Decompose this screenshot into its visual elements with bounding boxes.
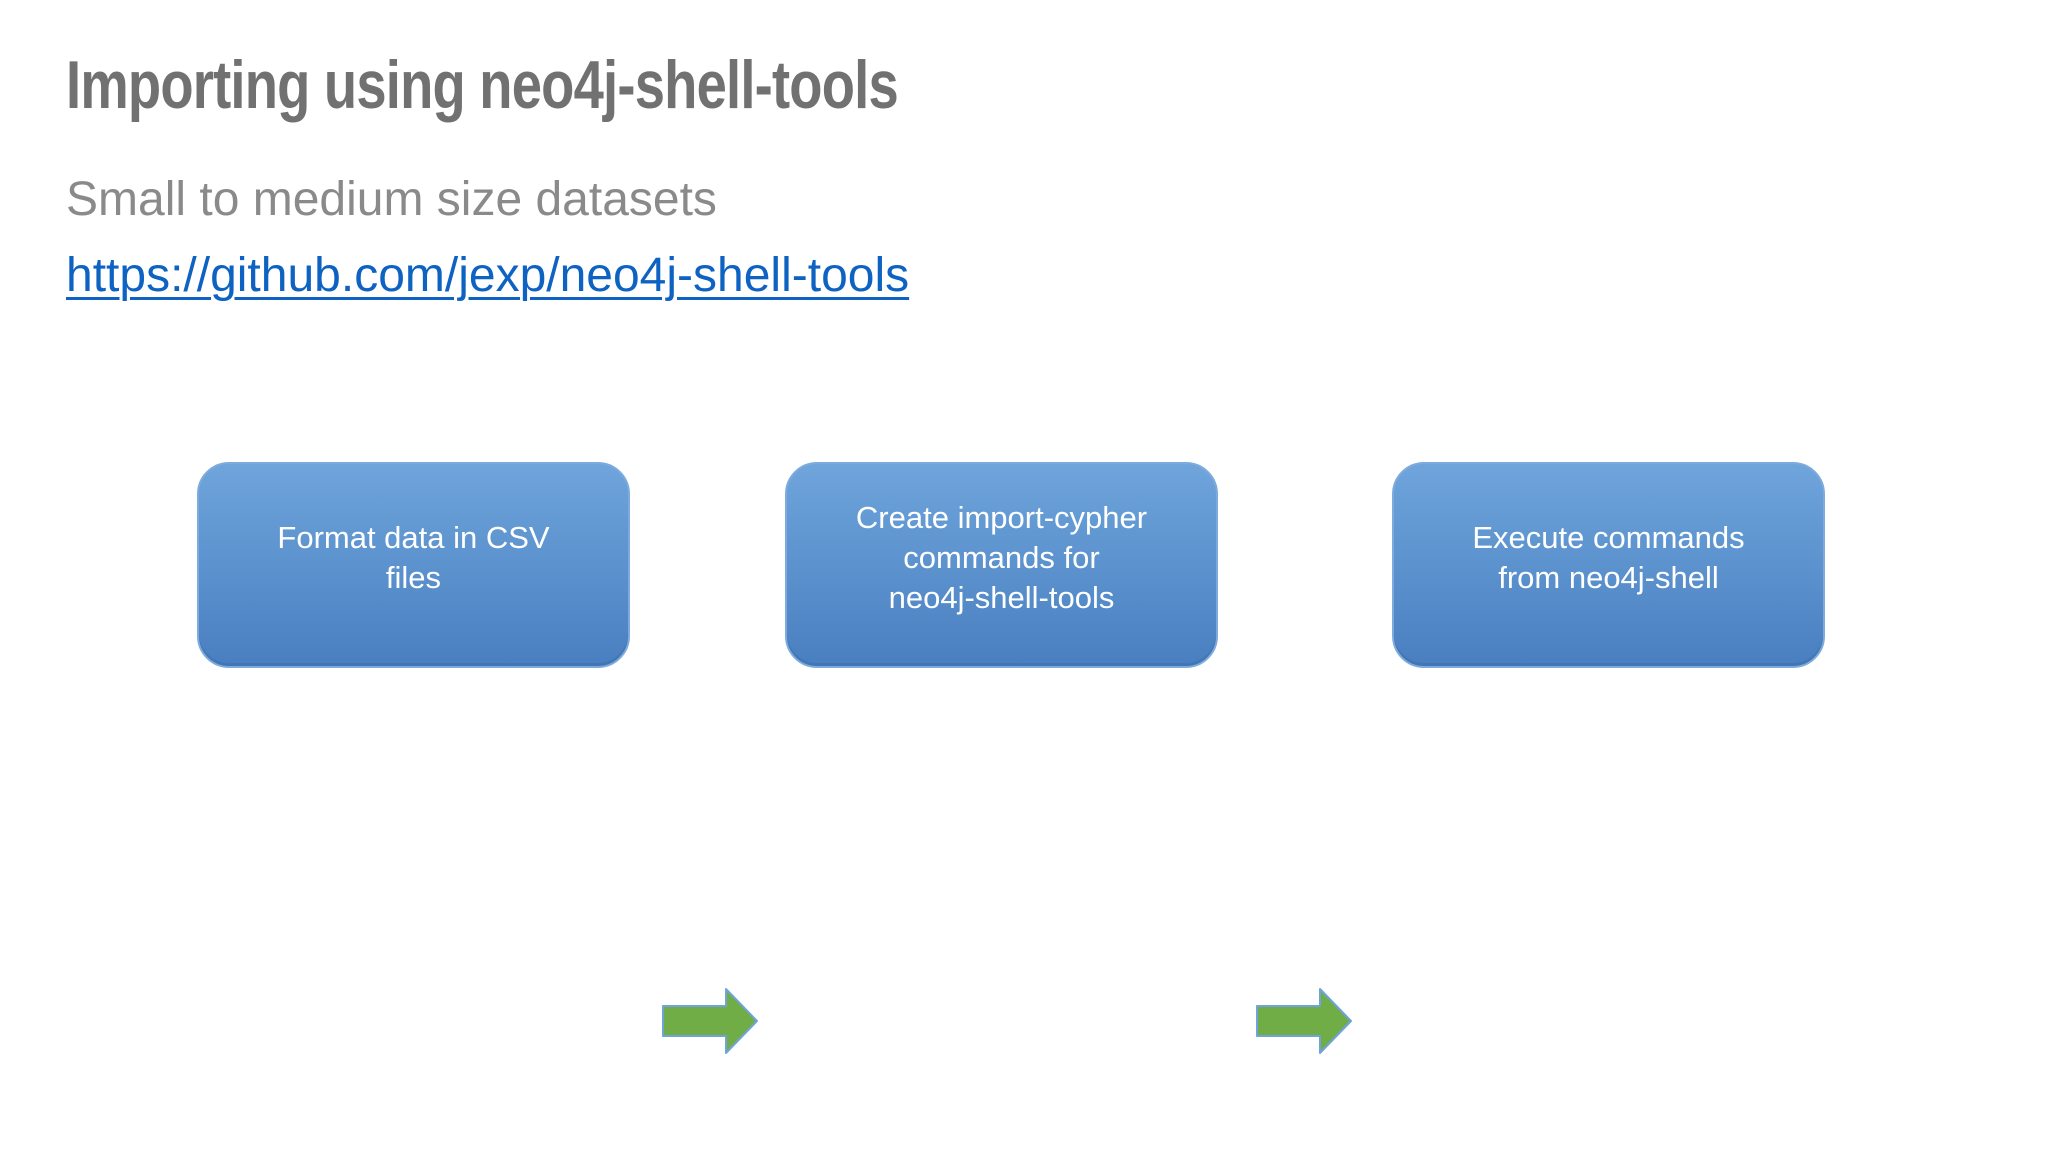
step-label-line: Create import-cypher xyxy=(855,500,1148,535)
page-title: Importing using neo4j-shell-tools xyxy=(66,47,899,123)
flow-step-format-csv: Format data in CSV files xyxy=(197,462,630,668)
arrow-right-icon xyxy=(662,988,758,1054)
flow-step-label: Execute commands from neo4j-shell xyxy=(1472,518,1744,598)
step-label-line: neo4j-shell-tools xyxy=(888,580,1115,615)
github-link[interactable]: https://github.com/jexp/neo4j-shell-tool… xyxy=(66,249,910,302)
step-label-line: files xyxy=(385,560,442,595)
step-label-line: Execute commands xyxy=(1472,520,1745,555)
step-label-line: Format data in CSV xyxy=(277,520,550,555)
flow-step-label: Format data in CSV files xyxy=(277,518,549,598)
flow-step-label: Create import-cypher commands for neo4j-… xyxy=(856,498,1147,618)
step-label-line: from neo4j-shell xyxy=(1498,560,1719,595)
flow-diagram: Format data in CSV files Create import-c… xyxy=(0,462,2048,1054)
slide-subtitle: Small to medium size datasets xyxy=(66,173,717,226)
arrow-right-icon xyxy=(1256,988,1352,1054)
step-label-line: commands for xyxy=(903,540,1100,575)
flow-step-create-commands: Create import-cypher commands for neo4j-… xyxy=(785,462,1218,668)
flow-step-execute-commands: Execute commands from neo4j-shell xyxy=(1392,462,1825,668)
